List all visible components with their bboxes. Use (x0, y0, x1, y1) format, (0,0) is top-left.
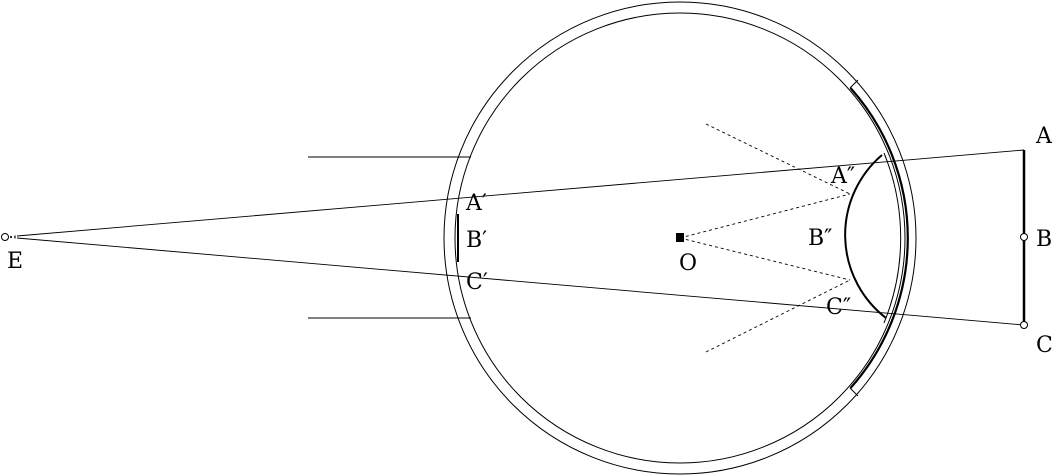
point-B-marker (1020, 233, 1028, 241)
ray-E-to-C (16, 237, 1025, 326)
label-A-double-prime: A″ (830, 164, 855, 189)
label-O: O (679, 251, 697, 276)
label-B: B (1036, 227, 1052, 252)
label-C: C (1036, 333, 1053, 358)
eyeball-outer-circle (443, 1, 917, 475)
label-E: E (7, 249, 23, 274)
dashed-ray-upper-left (705, 123, 851, 195)
upper-radial-tick (849, 79, 859, 89)
image-arc (844, 154, 887, 319)
label-B-double-prime: B″ (808, 226, 832, 251)
point-E-marker (1, 233, 9, 241)
dashed-ray-O-to-A-double (679, 193, 851, 239)
label-A-prime: A′ (465, 191, 487, 216)
retina-arc (849, 87, 909, 389)
point-C-marker (1020, 321, 1028, 329)
point-O-marker (676, 233, 684, 242)
label-B-prime: B′ (466, 228, 487, 253)
label-C-prime: C′ (466, 270, 488, 295)
eyeball-inner-circle (454, 12, 906, 464)
dashed-ray-O-to-C-double (679, 237, 851, 281)
retina-inner-arc (883, 152, 902, 324)
label-A: A (1035, 124, 1053, 149)
dashed-ray-lower-left (705, 279, 851, 353)
label-C-double-prime: C″ (826, 295, 851, 320)
lower-radial-tick (849, 387, 859, 397)
ray-E-to-A (16, 149, 1025, 237)
